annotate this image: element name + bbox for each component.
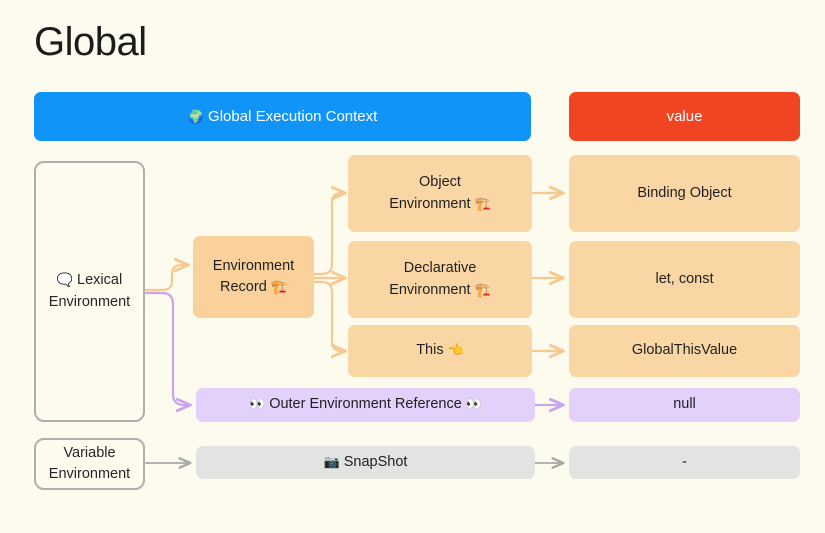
building-construction-icon: 🏗️ [474,282,491,298]
object-environment-label-line1: Object [419,174,461,191]
this-label: This [416,342,444,359]
outer-environment-reference-box[interactable]: 👀 Outer Environment Reference 👀 [196,388,535,422]
snapshot-label: SnapShot [343,453,408,470]
arrow-envrecord-to-object-env [312,193,345,276]
object-environment-box[interactable]: Object Environment 🏗️ [348,155,532,232]
dash-label: - [682,453,687,470]
environment-record-label-line1: Environment [212,257,295,274]
building-construction-icon: 🏗️ [474,196,491,212]
null-box[interactable]: null [569,388,800,422]
null-label: null [673,396,696,413]
arrow-envrecord-to-this [312,280,345,351]
dash-box[interactable]: - [569,446,800,479]
object-environment-label-line2: Environment [389,195,471,212]
snapshot-box[interactable]: 📷 SnapShot [196,446,535,479]
pointing-hand-icon: 👈 [447,343,464,359]
variable-environment-box[interactable]: Variable Environment [34,438,145,490]
eyes-icon-right: 👀 [465,397,483,413]
value-column-header[interactable]: value [569,92,800,141]
building-construction-icon: 🏗️ [270,280,287,295]
declarative-environment-box[interactable]: Declarative Environment 🏗️ [348,241,532,318]
binding-object-box[interactable]: Binding Object [569,155,800,232]
arrow-lexical-to-environment-record [144,265,188,292]
globalthisvalue-label: GlobalThisValue [631,342,738,359]
eyes-icon-left: 👀 [248,397,266,413]
environment-record-label-line2: Record [220,279,267,295]
global-execution-context-label: Global Execution Context [208,107,378,125]
this-box[interactable]: This 👈 [348,325,532,377]
declarative-environment-label-line2: Environment [389,281,471,298]
variable-environment-label-line2: Environment [48,466,131,482]
page-title: Global [34,20,147,64]
environment-record-box[interactable]: Environment Record 🏗️ [193,236,314,318]
lexical-environment-label-line1: Lexical [77,271,123,288]
arrow-lexical-to-outer-env-ref [144,291,190,405]
outer-environment-reference-label: Outer Environment Reference [269,396,462,413]
let-const-label: let, const [655,270,714,287]
camera-icon: 📷 [323,454,340,470]
globalthisvalue-box[interactable]: GlobalThisValue [569,325,800,377]
let-const-box[interactable]: let, const [569,241,800,318]
lexical-environment-box[interactable]: 🗨️ Lexical Environment [34,161,145,422]
variable-environment-label-line1: Variable [63,444,116,461]
lexical-environment-label-line2: Environment [48,293,131,310]
globe-icon: 🌍 [187,109,204,125]
declarative-environment-label-line1: Declarative [403,260,477,277]
binding-object-label: Binding Object [637,184,732,201]
value-header-label: value [666,107,703,125]
speech-balloon-icon: 🗨️ [56,272,73,288]
global-execution-context-banner[interactable]: 🌍 Global Execution Context [34,92,531,141]
